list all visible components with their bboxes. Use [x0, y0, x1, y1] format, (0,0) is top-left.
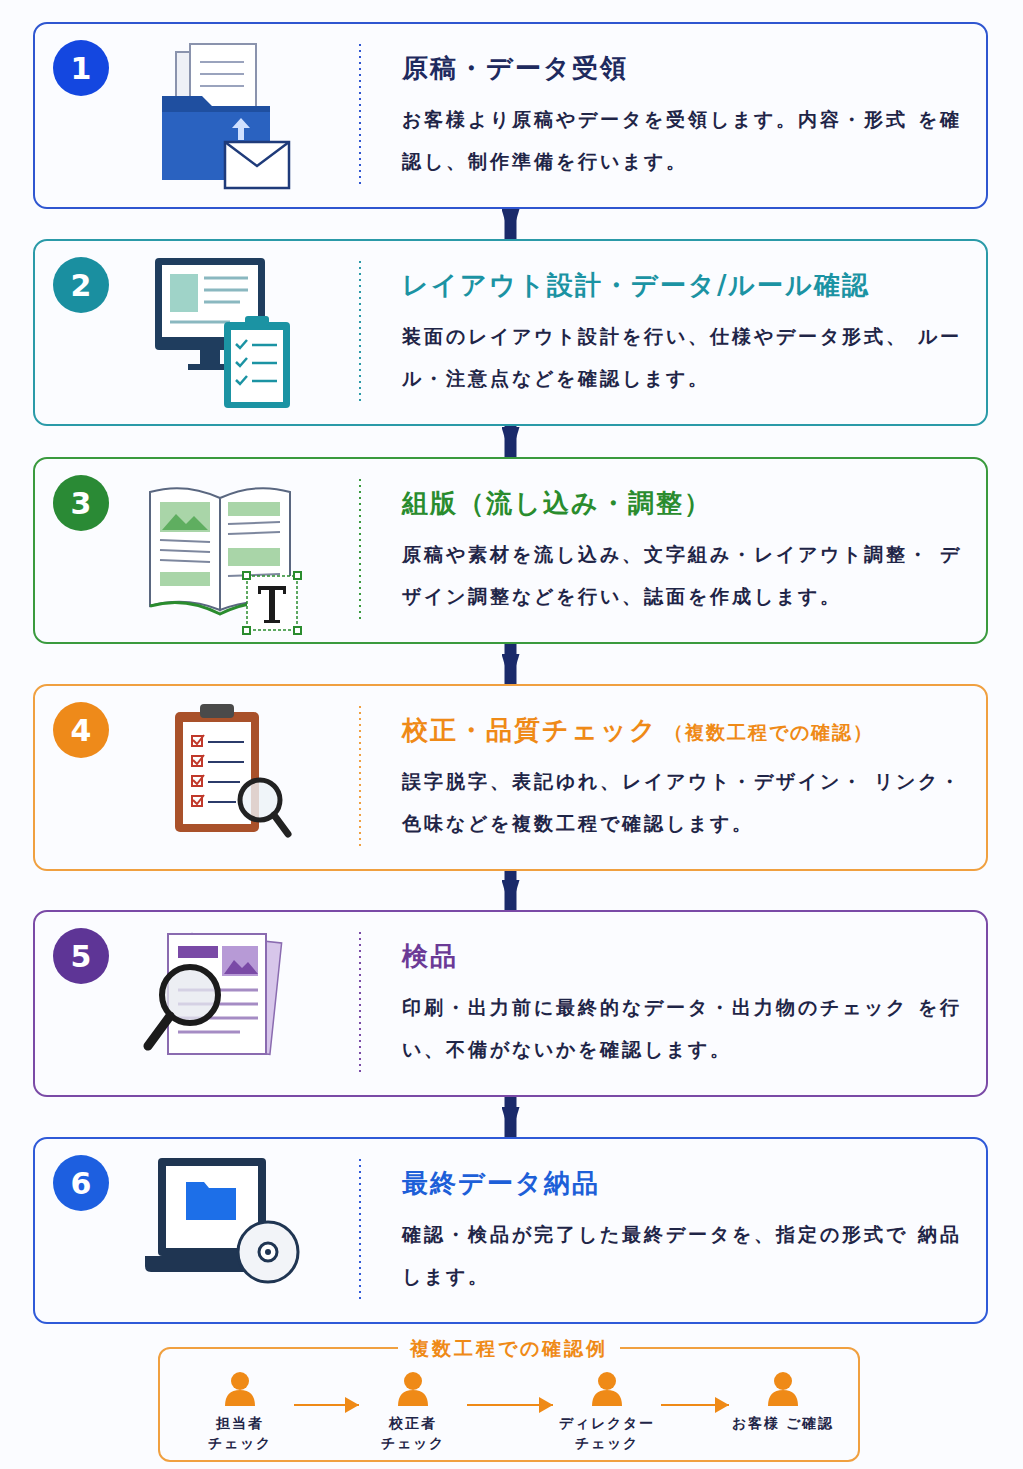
person-label: ディレクター チェック [555, 1413, 659, 1455]
book-typesetting-icon [150, 488, 301, 634]
step-heading: 組版（流し込み・調整） [402, 485, 712, 521]
step-number: 6 [71, 1166, 92, 1201]
step-number: 1 [71, 51, 92, 86]
step-number: 4 [71, 713, 92, 748]
step-number-circle: 6 [53, 1155, 109, 1211]
flow-arrow [505, 871, 517, 910]
process-box: 最終データ納品確認・検品が完了した最終データを、指定の形式で 納品します。 6 [33, 1137, 988, 1324]
heading-row: レイアウト設計・データ/ルール確認 [402, 267, 972, 303]
step-description: 誤字脱字、表記ゆれ、レイアウト・デザイン・ リンク・色味などを複数工程で確認しま… [402, 760, 972, 844]
process-box: 原稿・データ受領お客様より原稿やデータを受領します。内容・形式 を確認し、制作準… [33, 22, 988, 209]
flow-triangle-arrow [467, 1404, 553, 1406]
step-number-circle: 3 [53, 475, 109, 531]
flow-arrow [505, 1097, 517, 1137]
checklist-magnifier-icon [175, 704, 288, 834]
step-number-circle: 1 [53, 40, 109, 96]
heading-row: 検品 [402, 938, 972, 974]
person-check-item: ディレクター チェック [547, 1369, 667, 1455]
heading-row: 校正・品質チェック（複数工程での確認） [402, 712, 972, 748]
inspection-icon [148, 934, 282, 1055]
flow-triangle-arrow [661, 1404, 729, 1406]
person-check-item: お客様 ご確認 [723, 1369, 843, 1455]
step-heading: 校正・品質チェック [402, 712, 658, 748]
step-heading: 原稿・データ受領 [402, 50, 628, 86]
step-number: 3 [71, 486, 92, 521]
text-column: 検品印刷・出力前に最終的なデータ・出力物のチェック を行い、不備がないかを確認し… [402, 938, 972, 1070]
flow-arrow [505, 644, 517, 684]
process-box: 組版（流し込み・調整） 原稿や素材を流し込み、文字組み・レイアウト調整・ デザイン… [33, 457, 988, 644]
heading-row: 組版（流し込み・調整） [402, 485, 972, 521]
text-column: 最終データ納品確認・検品が完了した最終データを、指定の形式で 納品します。 [402, 1165, 972, 1297]
process-box: 校正・品質チェック（複数工程での確認） 誤字脱字、表記ゆれ、レイアウト・デザイン・… [33, 684, 988, 871]
laptop-disc-icon [145, 1158, 298, 1282]
document-folder-icon [162, 44, 289, 188]
text-column: 校正・品質チェック（複数工程での確認） 誤字脱字、表記ゆれ、レイアウト・デザイン・… [402, 712, 972, 844]
process-box: 検品印刷・出力前に最終的なデータ・出力物のチェック を行い、不備がないかを確認し… [33, 910, 988, 1097]
group-heading-row: 複数工程での確認例 [160, 1336, 858, 1360]
step-number-circle: 2 [53, 257, 109, 313]
step-number: 5 [71, 939, 92, 974]
person-label: 担当者 チェック [188, 1413, 292, 1455]
person-label: お客様 ご確認 [731, 1413, 835, 1455]
flow-arrow [505, 209, 517, 239]
text-column: 組版（流し込み・調整） 原稿や素材を流し込み、文字組み・レイアウト調整・ デザイン… [402, 485, 972, 617]
step-heading: 検品 [402, 938, 458, 974]
divider-lines [359, 44, 361, 1302]
step-subheading: （複数工程での確認） [664, 720, 874, 746]
person-label: 校正者 チェック [361, 1413, 465, 1455]
heading-row: 最終データ納品 [402, 1165, 972, 1201]
group-heading: 複数工程での確認例 [398, 1337, 620, 1359]
flow-triangle-arrow [294, 1404, 359, 1406]
step-number-circle: 5 [53, 928, 109, 984]
step-description: 装面のレイアウト設計を行い、仕様やデータ形式、 ルール・注意点などを確認します。 [402, 315, 972, 399]
step-heading: 最終データ納品 [402, 1165, 600, 1201]
step-heading: レイアウト設計・データ/ルール確認 [402, 267, 871, 303]
text-column: レイアウト設計・データ/ルール確認装面のレイアウト設計を行い、仕様やデータ形式、… [402, 267, 972, 399]
step-description: お客様より原稿やデータを受領します。内容・形式 を確認し、制作準備を行います。 [402, 98, 972, 182]
monitor-clipboard-icon [155, 258, 290, 408]
process-box: レイアウト設計・データ/ルール確認装面のレイアウト設計を行い、仕様やデータ形式、… [33, 239, 988, 426]
example-group-box: 複数工程での確認例担当者 チェック校正者 チェックディレクター チェックお客様 … [158, 1347, 860, 1462]
text-column: 原稿・データ受領お客様より原稿やデータを受領します。内容・形式 を確認し、制作準… [402, 50, 972, 182]
step-description: 確認・検品が完了した最終データを、指定の形式で 納品します。 [402, 1213, 972, 1297]
step-number-circle: 4 [53, 702, 109, 758]
person-check-item: 担当者 チェック [180, 1369, 300, 1455]
step-description: 印刷・出力前に最終的なデータ・出力物のチェック を行い、不備がないかを確認します… [402, 986, 972, 1070]
flow-arrow [505, 426, 517, 457]
step-number: 2 [71, 268, 92, 303]
person-check-item: 校正者 チェック [353, 1369, 473, 1455]
person-icons [225, 1372, 798, 1406]
heading-row: 原稿・データ受領 [402, 50, 972, 86]
step-description: 原稿や素材を流し込み、文字組み・レイアウト調整・ デザイン調整などを行い、誌面を… [402, 533, 972, 617]
